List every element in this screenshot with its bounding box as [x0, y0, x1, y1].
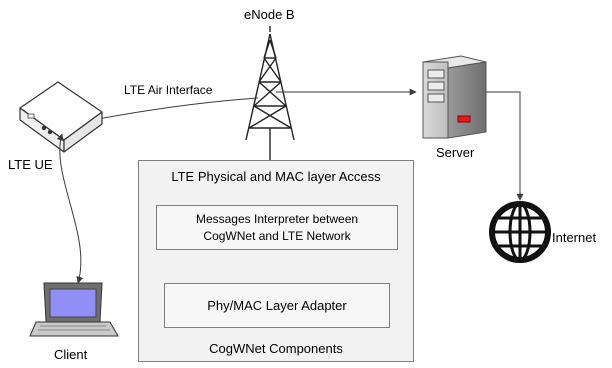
- server-label: Server: [436, 145, 475, 160]
- enodeb-label: eNode B: [244, 7, 295, 22]
- server-icon: [422, 55, 487, 139]
- server-internet-link: [486, 91, 524, 201]
- ue-client-link: [56, 133, 84, 284]
- client-label: Client: [54, 347, 88, 362]
- lte-ue-label: LTE UE: [8, 157, 53, 172]
- interpreter-line-2: CogWNet and LTE Network: [203, 228, 351, 243]
- phy-mac-adapter-box: Phy/MAC Layer Adapter: [164, 283, 390, 328]
- client-computer-icon: [29, 282, 119, 337]
- cogwnet-components-box: LTE Physical and MAC layer Access Messag…: [138, 160, 414, 362]
- interpreter-line-1: Messages Interpreter between: [195, 212, 359, 227]
- enodeb-tower-icon: [245, 26, 295, 160]
- internet-globe-icon: [489, 201, 551, 263]
- lte-ue-device-icon: [19, 81, 103, 153]
- server-status-led: [457, 115, 471, 123]
- cogwnet-box-title: LTE Physical and MAC layer Access: [171, 169, 381, 184]
- messages-interpreter-box: Messages Interpreter between CogWNet and…: [156, 205, 398, 250]
- adapter-label: Phy/MAC Layer Adapter: [207, 298, 347, 313]
- air-interface-label: LTE Air Interface: [124, 83, 213, 97]
- cogwnet-box-footer: CogWNet Components: [209, 341, 343, 356]
- internet-label: Internet: [552, 230, 597, 245]
